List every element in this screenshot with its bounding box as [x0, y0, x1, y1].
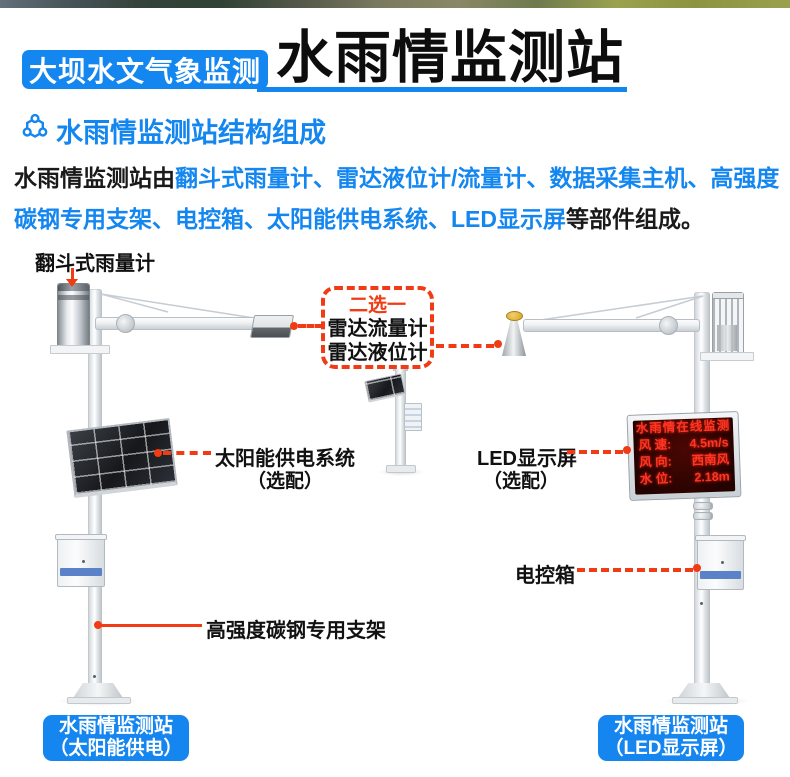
cone-sensor-dot	[494, 340, 502, 348]
right-control-box-lock	[721, 561, 724, 564]
right-gauge-platform	[700, 352, 754, 361]
intro-line-2: 碳钢专用支架、电控箱、太阳能供电系统、LED显示屏等部件组成。	[14, 199, 780, 240]
left-control-box-label-strip	[60, 568, 102, 576]
led-row-label: 水 位:	[639, 471, 673, 487]
bracket-dot	[94, 621, 102, 629]
footer-badge-led-line1: 水雨情监测站	[613, 716, 728, 737]
radar-flow-sensor	[249, 315, 295, 338]
led-row-label: 风 速:	[638, 437, 672, 453]
right-station-arm	[523, 319, 700, 332]
radar-sensor-cap	[506, 311, 523, 321]
choose-box-right-connector	[436, 344, 494, 348]
rain-gauge-label: 翻斗式雨量计	[35, 253, 155, 275]
solar-sub-label: （选配）	[246, 471, 323, 492]
led-label: LED显示屏	[477, 448, 577, 470]
mini-station-box	[404, 403, 422, 431]
led-row-value: 2.18m	[694, 469, 730, 485]
led-connector	[567, 450, 623, 454]
section-title: 水雨情监测站结构组成	[56, 118, 326, 148]
rain-gauge-arrow-line	[71, 268, 74, 280]
choose-box-left-connector	[298, 324, 323, 328]
left-control-box	[55, 534, 107, 587]
right-control-box	[695, 535, 746, 590]
right-control-box-label-strip	[700, 571, 741, 579]
led-screen: 水雨情在线监测 风 速: 4.5m/s 风 向: 西南风 水 位: 2.18m	[632, 417, 736, 495]
led-mount-clamp-2	[693, 512, 713, 520]
left-gauge-platform	[50, 345, 110, 354]
intro-paragraph: 水雨情监测站由翻斗式雨量计、雷达液位计/流量计、数据采集主机、高强度 碳钢专用支…	[14, 158, 780, 240]
intro-line-1: 水雨情监测站由翻斗式雨量计、雷达液位计/流量计、数据采集主机、高强度	[14, 158, 780, 199]
left-arm-coupler	[116, 314, 135, 333]
rain-gauge-arrow-head	[66, 279, 78, 287]
right-rain-gauge-cage	[712, 292, 744, 355]
intro-text-black-2: 等部件组成。	[566, 206, 704, 232]
footer-badge-solar-line1: 水雨情监测站	[58, 716, 173, 737]
header-badge: 大坝水文气象监测	[22, 50, 268, 89]
right-base-plate	[672, 697, 738, 704]
footer-badge-solar: 水雨情监测站 （太阳能供电）	[43, 715, 189, 761]
control-box-label: 电控箱	[515, 565, 575, 587]
led-display: 水雨情在线监测 风 速: 4.5m/s 风 向: 西南风 水 位: 2.18m	[626, 411, 742, 501]
choose-one-title: 二选一	[348, 295, 406, 316]
top-photo-strip	[0, 0, 790, 8]
mini-station-pole	[395, 368, 406, 469]
molecule-icon	[22, 113, 48, 138]
mini-station-base	[386, 465, 416, 473]
led-row-water-level: 水 位: 2.18m	[635, 468, 736, 488]
solar-dot	[154, 449, 162, 457]
bracket-label: 高强度碳钢专用支架	[206, 620, 386, 642]
footer-badge-solar-line2: （太阳能供电）	[49, 738, 183, 759]
solar-panel	[66, 417, 178, 499]
choose-one-box: 二选一 雷达流量计 雷达液位计	[321, 286, 434, 369]
footer-badge-led-line2: （LED显示屏）	[604, 738, 738, 759]
left-control-box-lock	[82, 560, 85, 563]
choose-option-level-meter: 雷达液位计	[327, 342, 428, 364]
led-dot	[623, 446, 631, 454]
choose-option-flow-meter: 雷达流量计	[327, 318, 428, 340]
bracket-connector	[101, 624, 202, 627]
left-sensor-dot	[290, 322, 298, 330]
solar-label: 太阳能供电系统	[215, 448, 355, 470]
footer-badge-led: 水雨情监测站 （LED显示屏）	[598, 715, 744, 761]
page-title: 水雨情监测站	[276, 26, 624, 90]
left-base-plate	[67, 697, 131, 704]
led-row-label: 风 向:	[638, 454, 673, 470]
led-mount-clamp	[693, 502, 713, 510]
intro-text-blue-2: 碳钢专用支架、电控箱、太阳能供电系统、LED显示屏	[14, 206, 566, 232]
title-underline	[257, 87, 627, 92]
intro-text-black-1: 水雨情监测站由	[14, 165, 175, 191]
tipping-bucket-rain-gauge	[57, 283, 90, 349]
solar-connector	[163, 451, 211, 455]
led-row-value: 西南风	[691, 452, 730, 468]
right-arm-coupler	[659, 316, 678, 335]
right-pole-bolt	[700, 602, 703, 605]
led-sub-label: （选配）	[482, 471, 559, 492]
right-base-flange	[678, 683, 730, 698]
control-box-connector	[577, 568, 693, 572]
intro-text-blue-1: 翻斗式雨量计、雷达液位计/流量计、数据采集主机、高强度	[175, 165, 780, 191]
control-box-dot	[693, 564, 701, 572]
header-badge-label: 大坝水文气象监测	[28, 55, 261, 87]
left-base-flange	[73, 683, 123, 698]
led-row-value: 4.5m/s	[689, 435, 729, 451]
left-pole-bolt	[93, 675, 96, 678]
